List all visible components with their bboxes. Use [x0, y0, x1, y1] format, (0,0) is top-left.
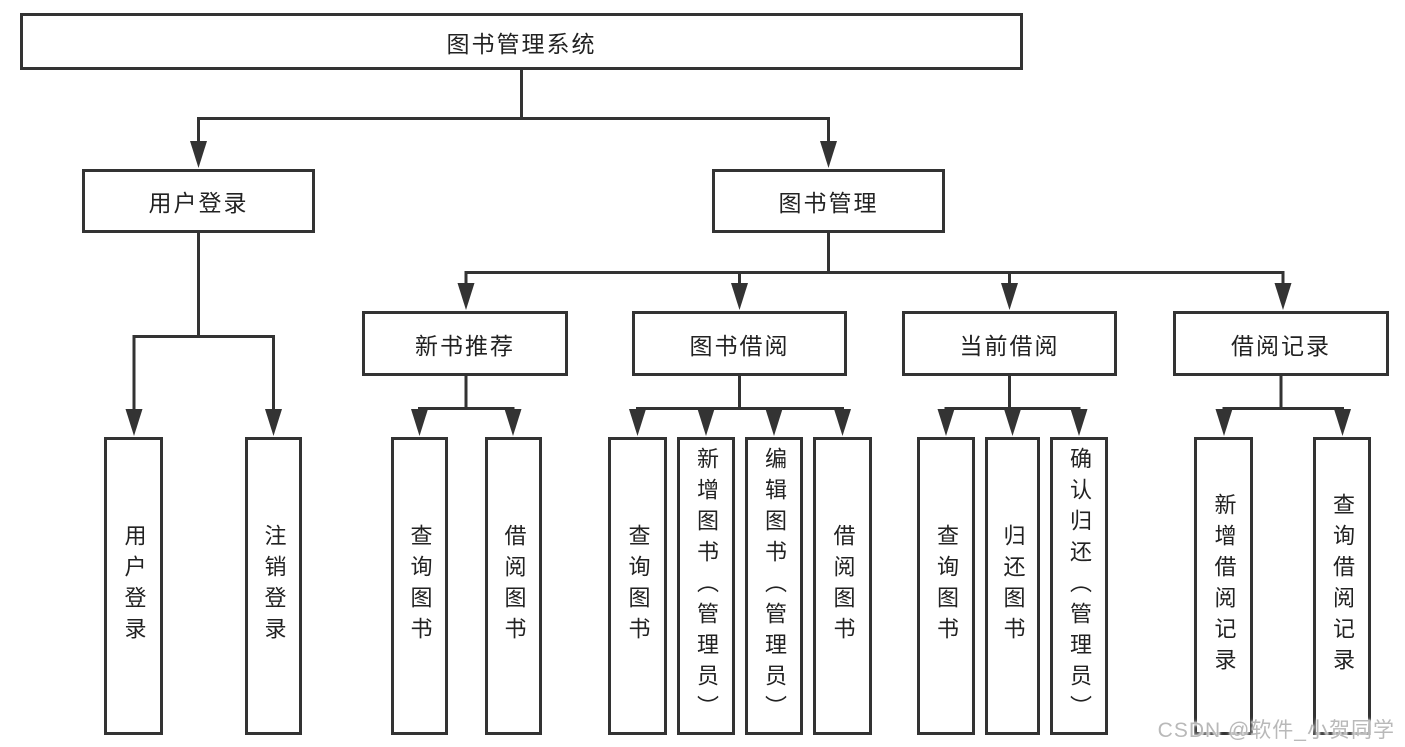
- leaf-query-books-recommend: 查询图书: [391, 437, 448, 735]
- node-label: 查询借阅记录: [1330, 493, 1355, 679]
- node-label: 查询图书: [934, 524, 959, 648]
- node-label: 编辑图书（管理员）: [762, 446, 787, 726]
- leaf-edit-books-admin: 编辑图书（管理员）: [745, 437, 803, 735]
- node-label: 新增图书（管理员）: [694, 446, 719, 726]
- leaf-return-books: 归还图书: [985, 437, 1040, 735]
- leaf-user-login: 用户登录: [104, 437, 163, 735]
- node-label: 用户登录: [148, 190, 249, 216]
- leaf-borrow-books: 借阅图书: [813, 437, 872, 735]
- leaf-borrow-books-recommend: 借阅图书: [485, 437, 542, 735]
- node-label: 当前借阅: [959, 332, 1060, 359]
- node-label: 借阅图书: [501, 524, 527, 648]
- node-book-management: 图书管理: [712, 169, 945, 233]
- node-library-management-system: 图书管理系统: [20, 13, 1023, 70]
- leaf-confirm-return-admin: 确认归还（管理员）: [1050, 437, 1108, 735]
- node-user-login: 用户登录: [82, 169, 315, 233]
- node-label: 图书管理: [778, 190, 879, 216]
- node-current-borrowing: 当前借阅: [902, 311, 1117, 376]
- csdn-watermark: CSDN @软件_小贺同学: [1157, 719, 1395, 742]
- node-label: 注销登录: [261, 524, 287, 648]
- leaf-query-books-current: 查询图书: [917, 437, 975, 735]
- node-label: 新书推荐: [415, 332, 515, 359]
- leaf-add-borrow-record: 新增借阅记录: [1194, 437, 1253, 735]
- node-label: 图书借阅: [689, 332, 790, 359]
- leaf-add-books-admin: 新增图书（管理员）: [677, 437, 735, 735]
- node-label: 查询图书: [407, 524, 433, 648]
- node-label: 确认归还（管理员）: [1067, 446, 1092, 726]
- node-borrowing-records: 借阅记录: [1173, 311, 1389, 376]
- leaf-logout: 注销登录: [245, 437, 302, 735]
- node-label: 新增借阅记录: [1211, 493, 1237, 679]
- node-label: 图书管理系统: [446, 30, 597, 57]
- node-label: 归还图书: [1000, 524, 1026, 648]
- node-book-borrowing: 图书借阅: [632, 311, 847, 376]
- node-new-book-recommendation: 新书推荐: [362, 311, 568, 376]
- leaf-query-books-borrowing: 查询图书: [608, 437, 667, 735]
- node-label: 借阅图书: [830, 524, 856, 648]
- node-label: 查询图书: [625, 524, 651, 648]
- node-label: 借阅记录: [1231, 332, 1331, 359]
- node-label: 用户登录: [121, 524, 147, 648]
- leaf-query-borrow-record: 查询借阅记录: [1313, 437, 1371, 735]
